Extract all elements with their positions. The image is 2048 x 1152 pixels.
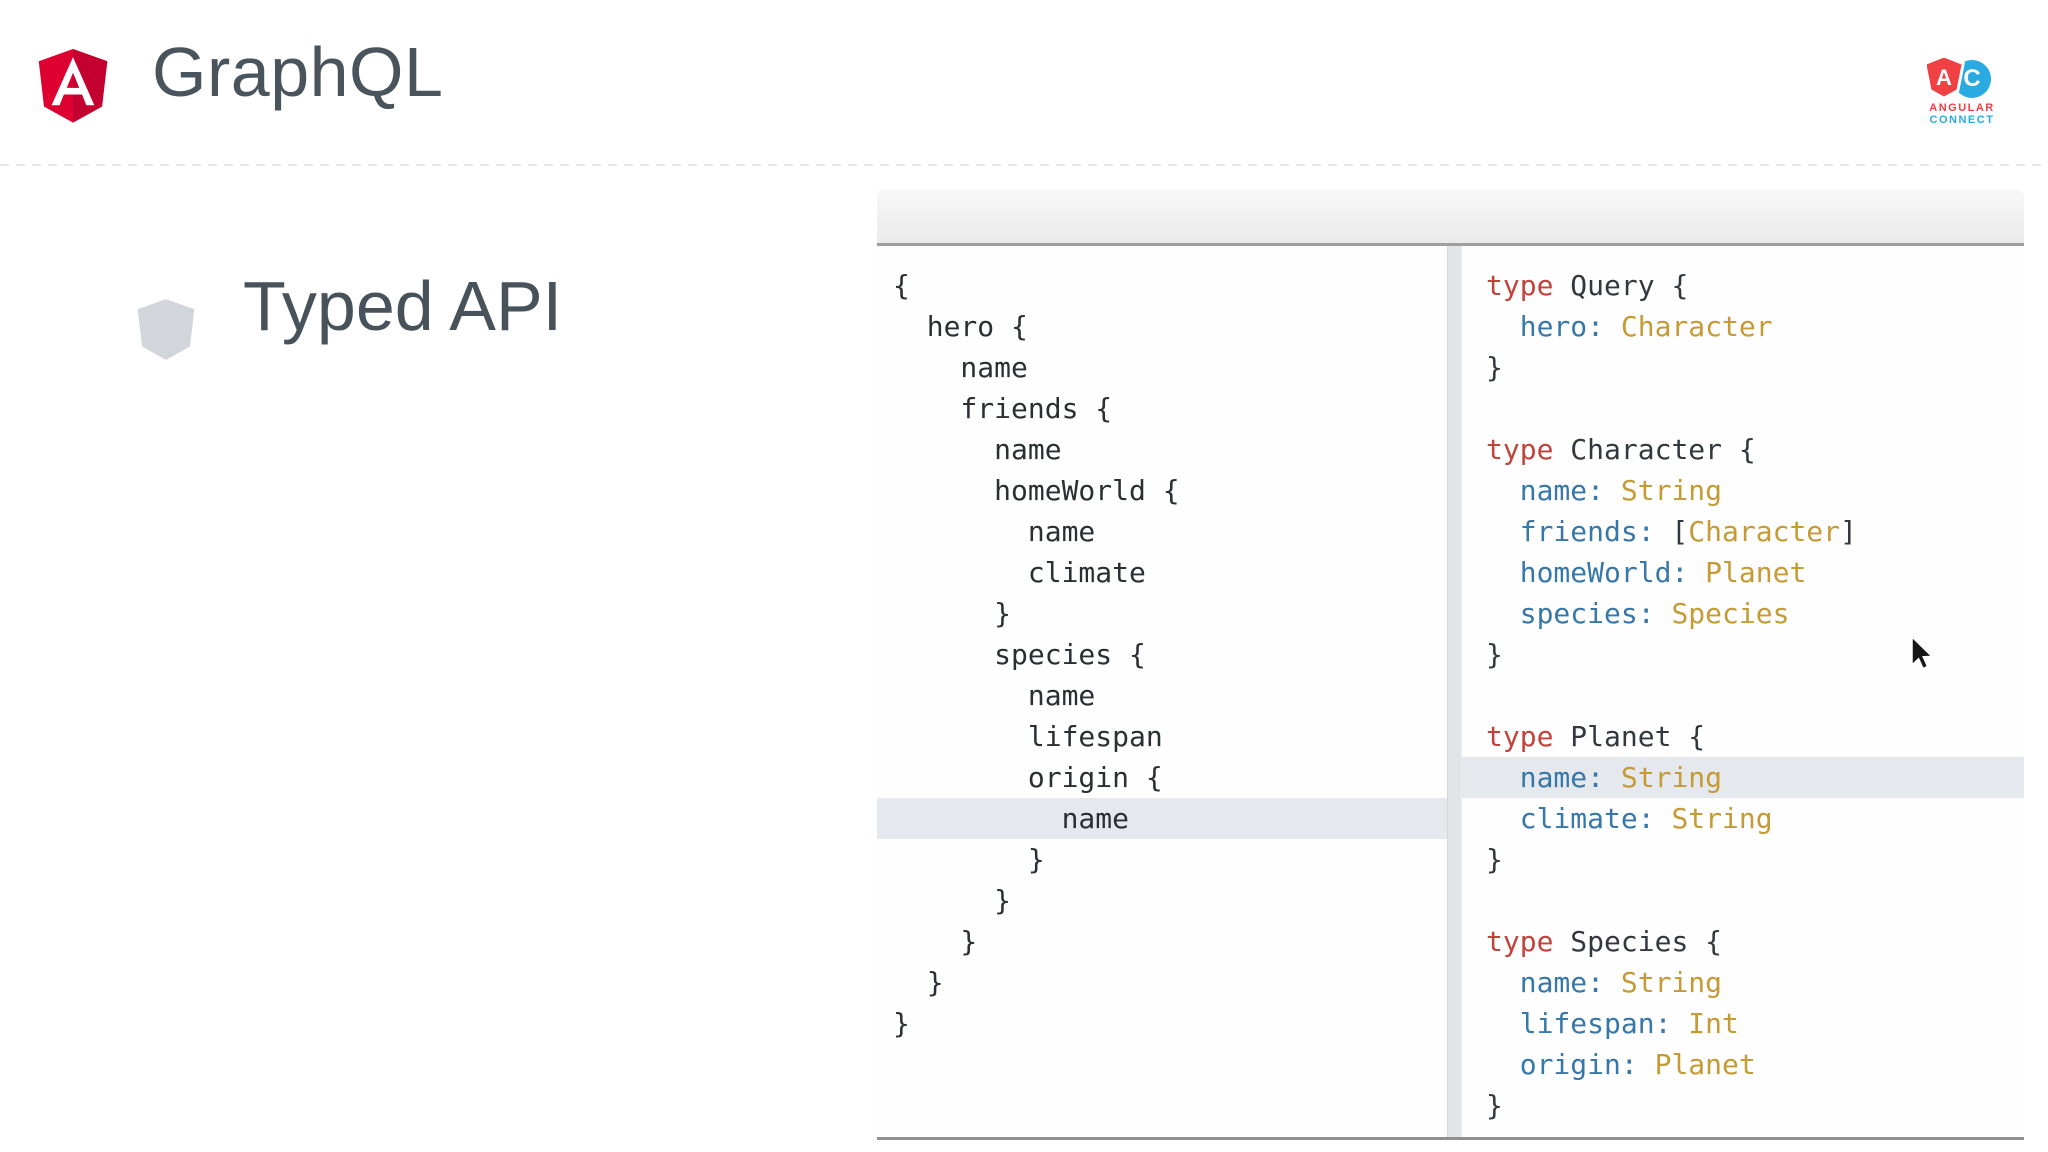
code-line: }	[893, 884, 1012, 917]
code-line: name	[893, 679, 1096, 712]
code-line: }	[893, 597, 1012, 630]
code-line: name: String	[1519, 474, 1723, 507]
shield-bullet-icon	[137, 299, 195, 360]
code-line: lifespan: Int	[1519, 1007, 1739, 1040]
header-divider	[0, 164, 2048, 166]
code-line: lifespan	[893, 720, 1163, 753]
code-line: hero {	[893, 310, 1028, 343]
code-line: }	[1486, 351, 1503, 384]
code-line: homeWorld {	[893, 474, 1180, 507]
code-line: }	[893, 966, 944, 999]
window-bottom-edge	[877, 1137, 2024, 1140]
code-line	[1462, 388, 2024, 429]
code-line: origin: Planet	[1519, 1048, 1756, 1081]
code-line: }	[893, 925, 978, 958]
code-line: climate: String	[1519, 802, 1773, 835]
code-line: }	[893, 843, 1045, 876]
code-line: name	[893, 351, 1028, 384]
code-line: friends {	[893, 392, 1113, 425]
bullet-label: Typed API	[243, 267, 563, 345]
code-line: name	[893, 515, 1096, 548]
angularconnect-logo: C A ANGULAR CONNECT	[1918, 54, 2006, 126]
angular-logo-icon	[38, 49, 108, 123]
code-line: }	[893, 1007, 910, 1040]
graphiql-content: { hero { name friends { name homeWorld {…	[877, 246, 2024, 1137]
code-line	[1462, 880, 2024, 921]
code-line: {	[893, 269, 910, 302]
code-line: type Planet {	[1486, 720, 1706, 753]
query-editor-pane[interactable]: { hero { name friends { name homeWorld {…	[877, 246, 1447, 1137]
graphiql-toolbar	[877, 189, 2024, 246]
angular-shield-icon: A	[1923, 54, 1965, 100]
query-code[interactable]: { hero { name friends { name homeWorld {…	[877, 265, 1447, 1044]
code-line: type Query {	[1486, 269, 1689, 302]
code-line: hero: Character	[1519, 310, 1773, 343]
code-line: name: String	[1462, 757, 2024, 798]
panel-divider[interactable]	[1447, 246, 1462, 1137]
schema-pane[interactable]: type Query { hero: Character} type Charac…	[1462, 246, 2024, 1137]
code-line: name	[877, 798, 1447, 839]
angularconnect-logo-marks: C A	[1923, 54, 2001, 100]
angularconnect-word-connect: CONNECT	[1929, 114, 1995, 126]
code-line: }	[1486, 638, 1503, 671]
code-line	[1462, 675, 2024, 716]
code-line: name	[893, 433, 1062, 466]
mouse-cursor-icon	[1911, 635, 1934, 670]
code-line: type Character {	[1486, 433, 1756, 466]
code-line: species {	[893, 638, 1146, 671]
code-line: climate	[893, 556, 1146, 589]
graphiql-window: { hero { name friends { name homeWorld {…	[877, 189, 2024, 1140]
code-line: homeWorld: Planet	[1519, 556, 1807, 589]
code-line: name: String	[1519, 966, 1723, 999]
angular-shield-letter: A	[1926, 57, 1962, 97]
page-title: GraphQL	[152, 33, 444, 111]
code-line: }	[1486, 843, 1503, 876]
code-line: species: Species	[1519, 597, 1790, 630]
code-line: }	[1486, 1089, 1503, 1122]
code-line: type Species {	[1486, 925, 1723, 958]
schema-code[interactable]: type Query { hero: Character} type Charac…	[1462, 265, 2024, 1126]
angularconnect-word-angular: ANGULAR	[1929, 102, 1995, 114]
code-line: origin {	[893, 761, 1163, 794]
code-line: friends: [Character]	[1519, 515, 1857, 548]
